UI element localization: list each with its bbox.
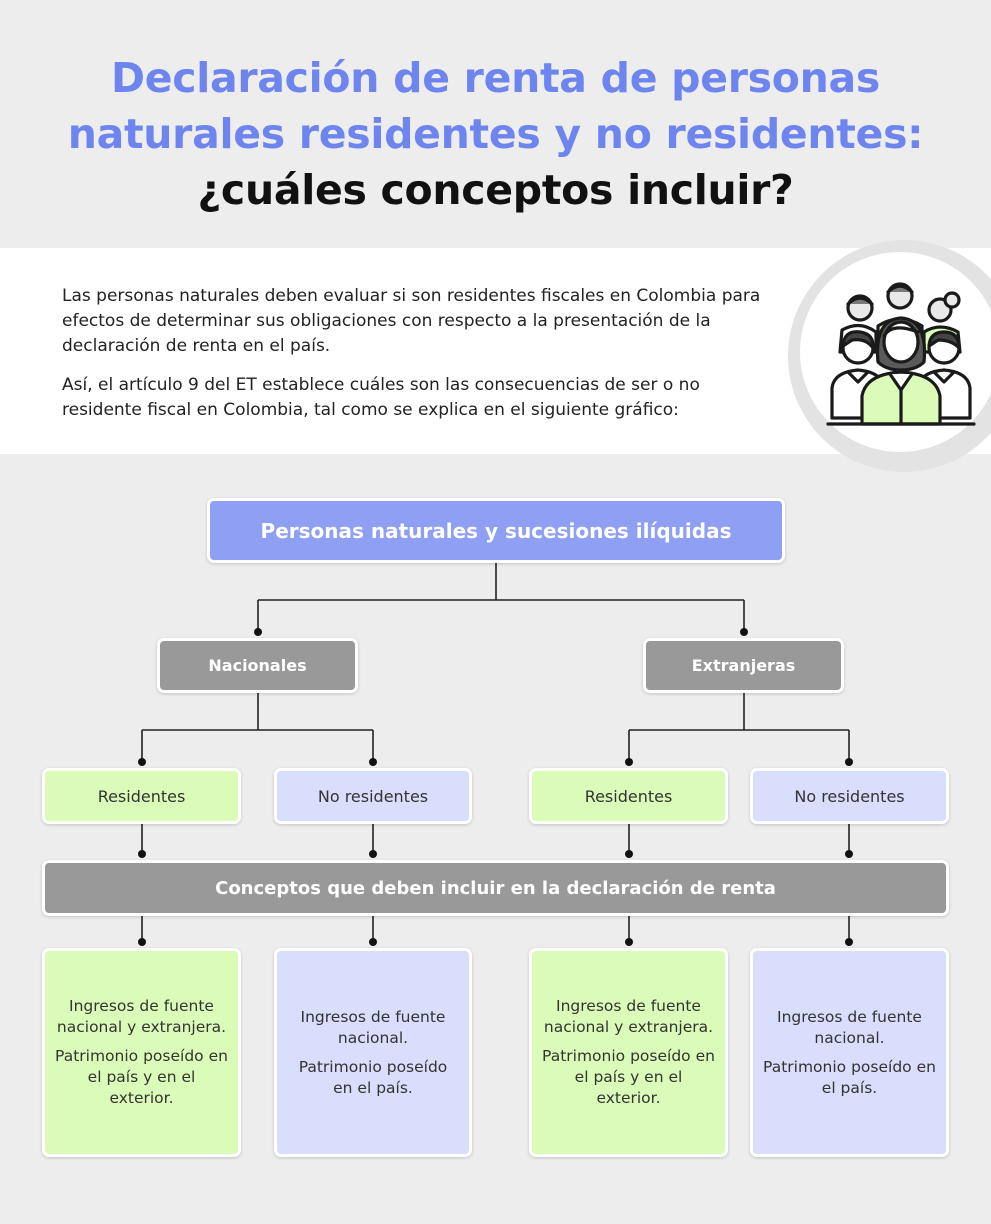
detail-assets-text: Patrimonio poseído en el país y en el ex…: [55, 1047, 228, 1107]
intro-text: Las personas naturales deben evaluar si …: [62, 284, 782, 437]
header: Declaración de renta de personas natural…: [0, 0, 991, 248]
category-node-residentes-nacionales: Residentes: [42, 768, 241, 824]
detail-income-text: Ingresos de fuente nacional y extranjera…: [56, 997, 227, 1036]
concepts-header-node: Conceptos que deben incluir en la declar…: [42, 860, 949, 916]
detail-box-no-residentes-nacionales: Ingresos de fuente nacional. Patrimonio …: [274, 948, 472, 1157]
detail-assets-text: Patrimonio poseído en el país.: [763, 1057, 936, 1097]
intro-paragraph-2: Así, el artículo 9 del ET establece cuál…: [62, 375, 700, 420]
category-node-no-residentes-extranjeras: No residentes: [750, 768, 949, 824]
category-node-residentes-extranjeras: Residentes: [529, 768, 728, 824]
detail-income-text: Ingresos de fuente nacional.: [777, 1007, 922, 1047]
title-line-2: naturales residentes y no residentes:: [67, 110, 924, 158]
title-line-3: ¿cuáles conceptos incluir?: [197, 166, 794, 214]
detail-box-residentes-extranjeras: Ingresos de fuente nacional y extranjera…: [529, 948, 728, 1157]
root-node: Personas naturales y sucesiones ilíquida…: [207, 498, 785, 563]
detail-assets-text: Patrimonio poseído en el país.: [298, 1057, 448, 1097]
branch-node-extranjeras: Extranjeras: [643, 638, 844, 693]
category-node-no-residentes-nacionales: No residentes: [274, 768, 472, 824]
detail-box-no-residentes-extranjeras: Ingresos de fuente nacional. Patrimonio …: [750, 948, 949, 1157]
detail-income-text: Ingresos de fuente nacional y extranjera…: [543, 997, 714, 1036]
page-title: Declaración de renta de personas natural…: [0, 50, 991, 218]
title-line-1: Declaración de renta de personas: [111, 54, 880, 102]
detail-box-residentes-nacionales: Ingresos de fuente nacional y extranjera…: [42, 948, 241, 1157]
branch-node-nacionales: Nacionales: [157, 638, 358, 693]
detail-income-text: Ingresos de fuente nacional.: [300, 1007, 446, 1047]
detail-assets-text: Patrimonio poseído en el país y en el ex…: [542, 1047, 715, 1107]
group-of-people-icon: [826, 282, 976, 426]
intro-paragraph-1: Las personas naturales deben evaluar si …: [62, 286, 761, 356]
